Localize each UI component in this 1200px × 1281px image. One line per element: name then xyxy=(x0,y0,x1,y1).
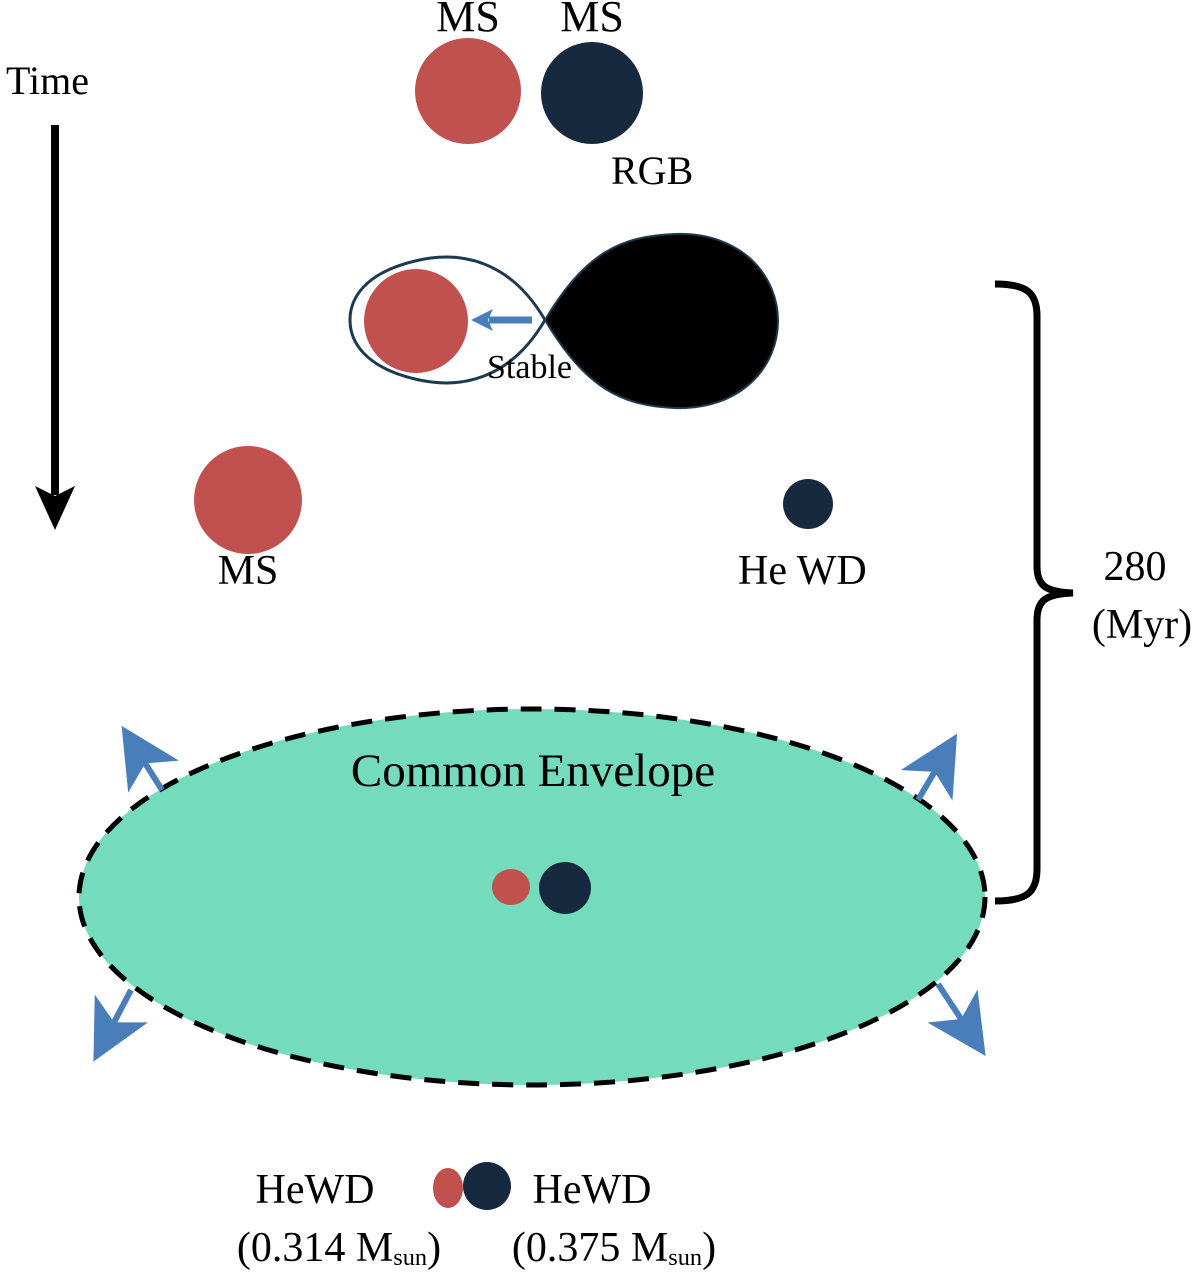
final-hewd-left-name: HeWD xyxy=(255,1167,375,1213)
elapsed-time-unit: (Myr) xyxy=(1091,602,1193,648)
elapsed-time-brace xyxy=(994,280,1074,905)
ce-core-red xyxy=(492,869,530,905)
final-hewd-red xyxy=(433,1168,463,1208)
ejection-arrow-lower-left xyxy=(93,988,148,1062)
mass-right-suffix: ) xyxy=(702,1225,717,1271)
rgb-label: RGB xyxy=(611,148,694,193)
ms-star-navy-initial xyxy=(541,42,643,144)
ms-label-top-right: MS xyxy=(560,0,624,41)
mass-right-prefix: (0.375 M xyxy=(511,1225,669,1271)
ejection-arrow-upper-left xyxy=(121,725,179,793)
ejection-arrows xyxy=(93,725,986,1062)
final-hewd-left-mass: (0.314 Msun) xyxy=(219,1225,459,1272)
stable-transfer-label: Stable xyxy=(487,349,572,386)
ce-core-navy xyxy=(539,862,591,914)
final-hewd-navy xyxy=(463,1162,511,1210)
ejection-arrow-upper-right xyxy=(900,733,958,802)
final-hewd-right-mass: (0.375 Msun) xyxy=(494,1225,734,1272)
he-wd-star-navy xyxy=(783,479,833,529)
rgb-star-filled-lobe xyxy=(543,232,780,410)
he-wd-label: He WD xyxy=(738,548,867,594)
ms-label-stage3: MS xyxy=(217,548,279,594)
mass-left-prefix: (0.314 M xyxy=(236,1225,394,1271)
mass-transfer-arrow xyxy=(471,309,532,331)
final-hewd-right-name: HeWD xyxy=(532,1167,652,1213)
common-envelope-ellipse xyxy=(76,706,988,1088)
ms-star-red-initial xyxy=(415,38,521,144)
time-arrow xyxy=(35,125,75,530)
ms-star-red-stage3 xyxy=(194,446,302,554)
ms-star-red-donor-accretor xyxy=(364,269,468,373)
elapsed-time-value: 280 xyxy=(1103,544,1167,590)
ms-label-top-left: MS xyxy=(436,0,500,41)
roche-lobe-outline-left xyxy=(348,255,547,385)
mass-right-subscript: sun xyxy=(668,1244,703,1272)
mass-left-subscript: sun xyxy=(393,1244,428,1272)
common-envelope-label: Common Envelope xyxy=(350,745,716,797)
mass-left-suffix: ) xyxy=(427,1225,442,1271)
time-axis-label: Time xyxy=(6,58,90,103)
ejection-arrow-lower-right xyxy=(927,982,986,1057)
